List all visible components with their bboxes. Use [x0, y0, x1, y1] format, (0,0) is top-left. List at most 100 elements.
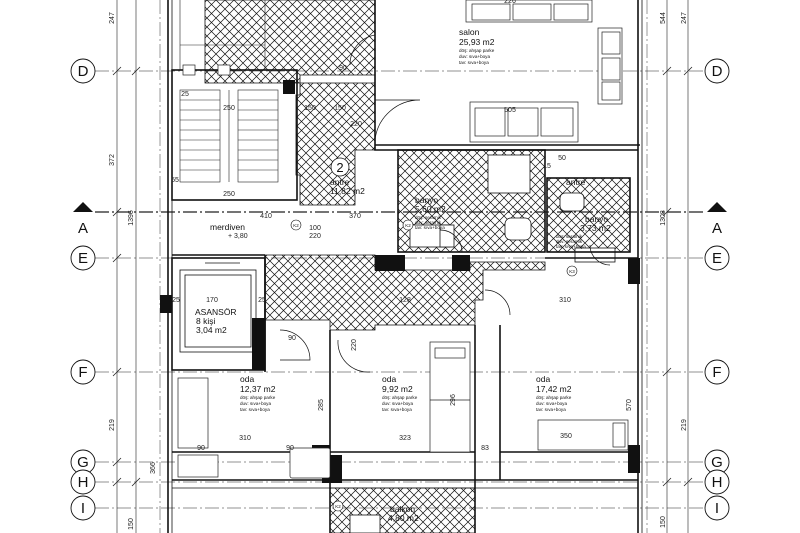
- balkon-area: 4,80 m2: [388, 513, 419, 523]
- dim-right-544: 544: [660, 12, 667, 24]
- callout-tags: [290, 219, 578, 512]
- dim-323: 323: [399, 435, 411, 442]
- banyo1-area: 5,60 m2: [415, 204, 446, 214]
- dim-296: 296: [450, 394, 457, 406]
- dim-25a: 25: [172, 297, 180, 304]
- dim-250b: 250: [223, 191, 235, 198]
- axis-label-g-right: G: [711, 454, 723, 471]
- dim-left-372: 372: [109, 154, 116, 166]
- banyo1-wall: duv: seramik: [415, 220, 442, 225]
- dim-350: 350: [560, 433, 572, 440]
- dim-220b: 220: [351, 339, 358, 351]
- oda2-ceiling: tav: sıva+boya: [382, 407, 412, 412]
- oda1-area: 12,37 m2: [240, 384, 276, 394]
- oda1-wall: duv: sıva+boya: [240, 401, 271, 406]
- doors: [279, 34, 611, 373]
- axis-label-i-left: I: [81, 500, 85, 517]
- axis-label-e-left: E: [78, 250, 88, 267]
- banyo2-floor: döş: seramik: [556, 234, 583, 239]
- dim-410: 410: [260, 213, 272, 220]
- dim-90c: 90: [286, 445, 294, 452]
- dim-150a: 150: [334, 105, 346, 112]
- dim-83: 83: [481, 445, 489, 452]
- banyo2-area: 3,73 m2: [580, 223, 611, 233]
- tag-k2-a: K2: [293, 223, 299, 228]
- banyo1-ceiling: tav: sıva+boya: [415, 225, 445, 230]
- dim-left-366: 366: [150, 462, 157, 474]
- tag-k2-c: K2: [335, 504, 341, 509]
- antre2-name: antre: [566, 177, 586, 187]
- staircase: [179, 0, 279, 183]
- axis-label-f-left: F: [78, 364, 87, 381]
- salon-area: 25,93 m2: [459, 37, 495, 47]
- dim-90b: 90: [197, 445, 205, 452]
- dim-100: 100: [309, 225, 321, 232]
- axis-label-h-right: H: [712, 474, 723, 491]
- oda3-name: oda: [536, 374, 550, 384]
- antre-number: 2: [336, 160, 343, 175]
- banyo2-wall: duv: seramik: [556, 239, 583, 244]
- dim-150b: 150: [304, 105, 316, 112]
- banyo2-name: banyo: [585, 214, 608, 224]
- antre-name: antre: [330, 177, 350, 187]
- oda1-ceiling: tav: sıva+boya: [240, 407, 270, 412]
- dim-left-150: 150: [128, 518, 135, 530]
- oda2-floor: döş: ahşap parke: [382, 395, 418, 400]
- dim-right-219: 219: [681, 419, 688, 431]
- dim-310a: 310: [559, 297, 571, 304]
- dim-left-1396: 1396: [128, 210, 135, 226]
- dim-right-247: 247: [681, 12, 688, 24]
- asansor-name: ASANSÖR: [195, 307, 237, 317]
- banyo2-ceiling: tav: sıva+boya: [556, 244, 586, 249]
- oda3-ceiling: tav: sıva+boya: [536, 407, 566, 412]
- balkon-name: balkon: [390, 504, 415, 514]
- oda3-wall: duv: sıva+boya: [536, 401, 567, 406]
- asansor-capacity: 8 kişi: [196, 316, 215, 326]
- furniture: [177, 0, 629, 479]
- salon-name: salon: [459, 27, 480, 37]
- axis-label-f-right: F: [712, 364, 721, 381]
- dim-25c: 25: [181, 91, 189, 98]
- salon-floor: döş: ahşap parke: [459, 48, 495, 53]
- axis-label-h-left: H: [78, 474, 89, 491]
- oda2-wall: duv: sıva+boya: [382, 401, 413, 406]
- merdiven-level: + 3,80: [228, 233, 248, 240]
- dim-15: 15: [543, 163, 551, 170]
- oda1-name: oda: [240, 374, 254, 384]
- axis-label-i-right: I: [715, 500, 719, 517]
- oda1-floor: döş: ahşap parke: [240, 395, 276, 400]
- dim-50: 50: [558, 155, 566, 162]
- merdiven-name: merdiven: [210, 222, 245, 232]
- dim-310b: 310: [239, 435, 251, 442]
- oda3-area: 17,42 m2: [536, 384, 572, 394]
- tag-k2-b: K2: [405, 223, 411, 228]
- salon-wall: duv: sıva+boya: [459, 54, 490, 59]
- dim-128: 128: [399, 297, 411, 304]
- dim-90a: 90: [339, 65, 347, 72]
- dim-570: 570: [626, 399, 633, 411]
- dim-220a: 220: [350, 121, 362, 128]
- dim-370: 370: [349, 213, 361, 220]
- walls: [167, 0, 643, 533]
- dim-left-219: 219: [109, 419, 116, 431]
- dim-right-150: 150: [660, 516, 667, 528]
- axis-label-a-right: A: [712, 220, 722, 237]
- hatched-floor-areas: [204, 0, 631, 533]
- dim-250: 250: [223, 105, 235, 112]
- tag-k3: K3: [569, 269, 575, 274]
- section-marker-left: [73, 202, 93, 212]
- axis-label-e-right: E: [712, 250, 722, 267]
- banyo1-name: banyo: [415, 195, 438, 205]
- axis-bubbles-right: [704, 58, 730, 521]
- oda2-area: 9,92 m2: [382, 384, 413, 394]
- asansor-area: 3,04 m2: [196, 325, 227, 335]
- dim-505: 505: [504, 107, 516, 114]
- axis-label-d-right: D: [712, 63, 723, 80]
- salon-ceiling: tav: sıva+boya: [459, 60, 489, 65]
- elevator-car: [179, 262, 257, 353]
- oda3-floor: döş: ahşap parke: [536, 395, 572, 400]
- antre-label: 2 antre 11,82 m2: [330, 157, 365, 196]
- dim-170: 170: [206, 297, 218, 304]
- dim-right-1308: 1308: [660, 210, 667, 226]
